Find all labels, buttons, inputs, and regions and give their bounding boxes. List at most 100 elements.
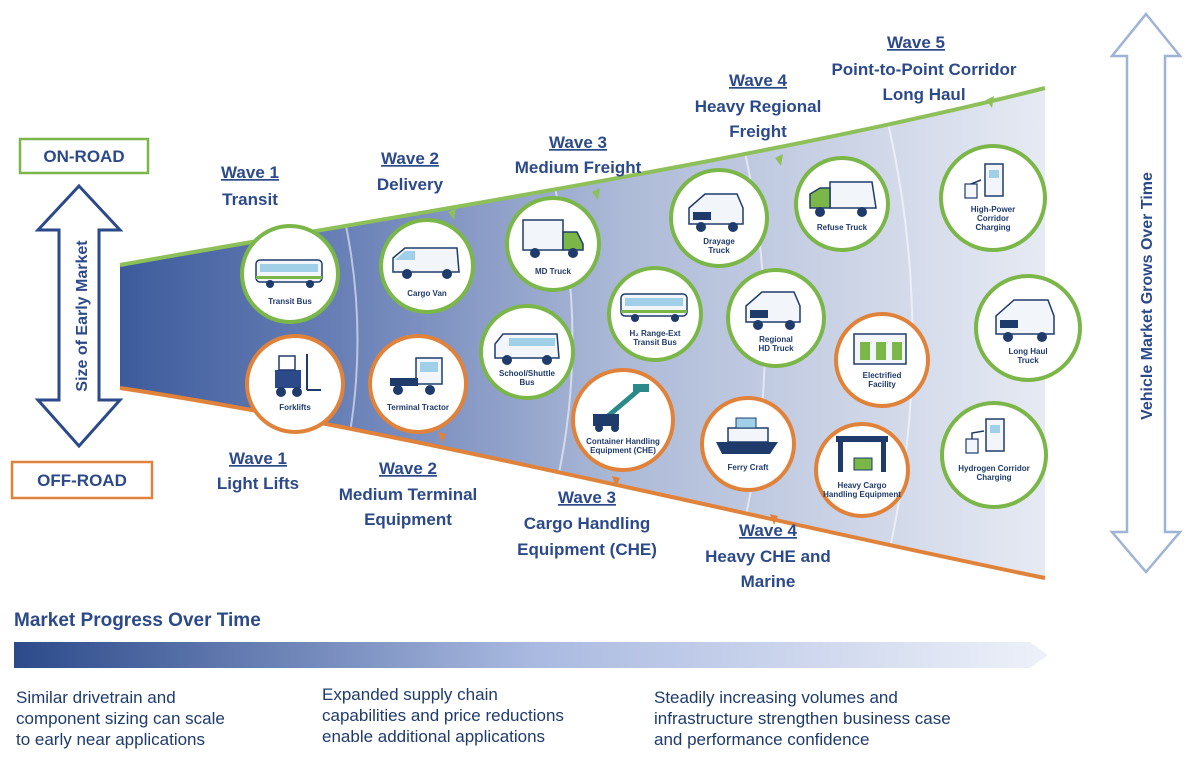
long-haul-truck-node: Long Haul Truck (974, 274, 1082, 382)
wave-title: Wave 4 (739, 521, 798, 540)
off-road-box: OFF-ROAD (10, 460, 154, 500)
on-road-line (119, 86, 1046, 267)
refuse-truck-node: Refuse Truck (794, 156, 890, 252)
wave-subtitle: Medium Freight (515, 158, 642, 177)
vehicle-label: Heavy Cargo (838, 481, 887, 490)
heavy-che-node: Heavy Cargo Handling Equipment (814, 422, 910, 518)
benefit-column-3: Steadily increasing volumes and infrastr… (654, 687, 951, 750)
vehicle-label: Transit Bus (633, 338, 677, 347)
on-road-label: ON-ROAD (43, 147, 124, 166)
wave-title: Wave 5 (887, 33, 945, 52)
facility-icon (853, 333, 907, 365)
off-road-wave-4: Wave 4 Heavy CHE and Marine (705, 521, 831, 591)
vehicle-market-arrow: Vehicle Market Grows Over Time (1109, 12, 1183, 574)
refuse-truck-icon (809, 181, 877, 217)
h2-bus-icon (620, 293, 688, 322)
vehicle-label: Electrified (863, 371, 902, 380)
vehicle-label: High-Power (971, 205, 1015, 214)
wave-title: Wave 2 (379, 459, 437, 478)
wave-subtitle: Heavy CHE and (705, 547, 831, 566)
benefit-line: Steadily increasing volumes and (654, 688, 898, 707)
off-road-wave-1: Wave 1 Light Lifts (217, 449, 299, 493)
vehicle-label: Transit Bus (268, 297, 312, 306)
vertical-axis-label: Vehicle Market Grows Over Time (1139, 172, 1156, 420)
on-road-wave-2: Wave 2 Delivery (377, 149, 444, 194)
off-road-wave-2: Wave 2 Medium Terminal Equipment (339, 459, 478, 529)
benefit-line: capabilities and price reductions (322, 706, 564, 725)
wave-subtitle: Equipment (364, 510, 452, 529)
drayage-truck-icon (688, 193, 744, 232)
transit-bus-icon (255, 259, 323, 288)
benefit-line: Expanded supply chain (322, 685, 498, 704)
md-truck-node: MD Truck (505, 196, 601, 292)
transit-bus-node: Transit Bus (240, 224, 340, 324)
on-road-wave-3: Wave 3 Medium Freight (515, 133, 642, 177)
on-road-wave-4: Wave 4 Heavy Regional Freight (695, 71, 822, 141)
regional-hd-truck-node: Regional HD Truck (726, 268, 826, 368)
electrified-facility-node: Electrified Facility (834, 312, 930, 408)
benefit-line: Similar drivetrain and (16, 688, 176, 707)
benefit-line: and performance confidence (654, 730, 870, 749)
wave-subtitle: Long Haul (882, 85, 965, 104)
wave-subtitle: Delivery (377, 175, 444, 194)
vehicle-label: Handling Equipment (823, 490, 901, 499)
wave-title: Wave 1 (221, 163, 279, 182)
school-bus-node: School/Shuttle Bus (479, 304, 575, 400)
on-road-wave-5: Wave 5 Point-to-Point Corridor Long Haul (831, 33, 1016, 104)
h2-transit-bus-node: H₂ Range-Ext Transit Bus (607, 266, 703, 362)
cargo-van-icon (392, 247, 460, 279)
benefit-column-1: Similar drivetrain and component sizing … (16, 687, 225, 750)
vehicle-label: H₂ Range-Ext (629, 329, 680, 338)
off-road-label: OFF-ROAD (37, 471, 127, 490)
wave-subtitle: Freight (729, 122, 787, 141)
container-handler-icon (593, 384, 649, 432)
ferry-craft-node: Ferry Craft (700, 396, 796, 492)
vehicle-label: Drayage (703, 237, 735, 246)
off-road-line (119, 386, 1046, 580)
terminal-tractor-node: Terminal Tractor (368, 334, 468, 434)
wave-subtitle: Cargo Handling (524, 514, 651, 533)
wave-title: Wave 2 (381, 149, 439, 168)
wave-subtitle: Medium Terminal (339, 485, 478, 504)
forklift-icon (275, 354, 321, 397)
vehicle-label: Hydrogen Corridor (958, 464, 1030, 473)
md-truck-icon (522, 219, 584, 258)
long-haul-truck-icon (995, 299, 1055, 342)
wave-subtitle: Marine (741, 572, 796, 591)
benefit-line: infrastructure strengthen business case (654, 709, 951, 728)
wave-subtitle: Equipment (CHE) (517, 540, 657, 559)
hp-charging-node: High-Power Corridor Charging (939, 144, 1047, 252)
vehicle-label: Facility (868, 380, 896, 389)
vehicle-label: Terminal Tractor (387, 403, 449, 412)
vehicle-label: Long Haul (1008, 347, 1047, 356)
vehicle-label: Container Handling (586, 437, 660, 446)
vehicle-label: Corridor (977, 214, 1009, 223)
hd-truck-icon (745, 291, 801, 330)
size-axis-label: Size of Early Market (74, 240, 91, 392)
progress-title: Market Progress Over Time (14, 610, 261, 631)
off-road-wave-3: Wave 3 Cargo Handling Equipment (CHE) (517, 488, 657, 559)
benefit-line: component sizing can scale (16, 709, 225, 728)
vehicle-label: Truck (1017, 356, 1039, 365)
che-node: Container Handling Equipment (CHE) (571, 368, 675, 472)
terminal-tractor-icon (390, 357, 443, 395)
forklifts-node: Forklifts (245, 334, 345, 434)
hydrogen-station-icon (965, 418, 1005, 454)
h2-charging-node: Hydrogen Corridor Charging (940, 401, 1048, 509)
ferry-icon (716, 417, 778, 454)
size-of-early-market-arrow: Size of Early Market (34, 183, 124, 449)
vehicle-label: Bus (519, 378, 535, 387)
vehicle-label: HD Truck (758, 344, 794, 353)
benefit-line: to early near applications (16, 730, 206, 749)
vehicle-label: Refuse Truck (817, 223, 868, 232)
gantry-crane-icon (836, 436, 888, 472)
shuttle-bus-icon (494, 333, 560, 365)
cargo-van-node: Cargo Van (379, 218, 475, 314)
benefit-column-2: Expanded supply chain capabilities and p… (322, 684, 564, 747)
benefit-line: enable additional applications (322, 727, 546, 746)
vehicle-label: Charging (976, 473, 1011, 482)
drayage-truck-node: Drayage Truck (669, 168, 769, 268)
market-progress-arrow (14, 642, 1048, 668)
vehicle-label: MD Truck (535, 267, 572, 276)
